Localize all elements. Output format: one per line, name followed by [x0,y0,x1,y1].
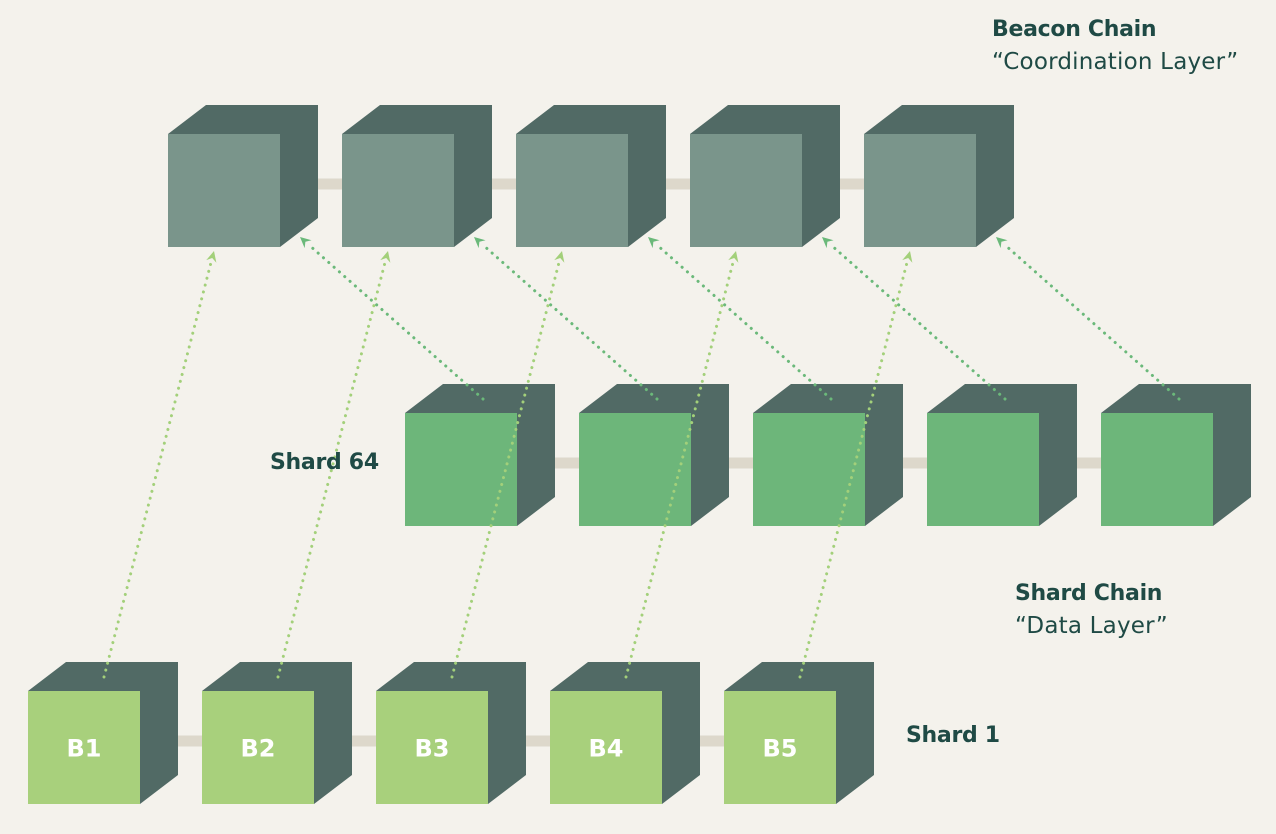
shard1-block: B3 [376,662,526,804]
arrowhead-icon [206,251,217,263]
beacon-block [342,105,492,247]
block-side [168,105,318,247]
block-side [753,384,903,526]
block-label: B3 [415,735,450,763]
shard-chain-title: Shard Chain [1015,581,1163,606]
arrowhead-icon [474,237,486,249]
block-label: B2 [241,735,276,763]
shard64-block [927,384,1077,526]
shard1-block: B4 [550,662,700,804]
block-face [724,691,836,804]
beacon-chain-label: Beacon Chain “Coordination Layer” [992,14,1238,78]
arrowhead-icon [300,237,312,249]
block-label: B5 [763,735,798,763]
arrowhead-icon [648,237,660,249]
beacon-block [864,105,1014,247]
block-side [927,384,1077,526]
crosslink-dots [276,261,387,679]
arrowhead-icon [554,251,565,263]
shard64-block [579,384,729,526]
crosslink-dots [307,243,485,401]
arrowhead-icon [902,251,913,263]
shard1-block: B2 [202,662,352,804]
crosslink-dots [624,261,735,679]
block-side [1101,384,1251,526]
crosslink-dots [450,261,561,679]
block-face [168,134,280,247]
block-side [28,662,178,804]
shard-64-label: Shard 64 [270,447,379,479]
crosslink-dots [829,243,1007,401]
block-face [753,413,865,526]
shard-1-text: Shard 1 [906,723,1000,748]
block-side [202,662,352,804]
shard-64-text: Shard 64 [270,450,379,475]
block-face [927,413,1039,526]
shard64-block [1101,384,1251,526]
arrowhead-icon [380,251,391,263]
block-face [579,413,691,526]
block-side [864,105,1014,247]
shard-chain-label: Shard Chain “Data Layer” [1015,578,1168,642]
shard1-block: B5 [724,662,874,804]
shard-1-label: Shard 1 [906,720,1000,752]
shard64-block [405,384,555,526]
crosslinks [102,237,1181,679]
crosslink-dots [481,243,659,401]
block-label: B1 [67,735,102,763]
crosslink-dots [798,261,909,679]
block-face [202,691,314,804]
block-side [342,105,492,247]
arrowhead-icon [822,237,834,249]
block-side [724,662,874,804]
block-face [376,691,488,804]
block-side [690,105,840,247]
block-face [1101,413,1213,526]
crosslink-dots [102,261,213,679]
block-face [28,691,140,804]
arrowhead-icon [996,237,1008,249]
block-face [550,691,662,804]
blocks: B1 B2 B3 B4 B5 [28,105,1251,804]
shard64-block [753,384,903,526]
beacon-block [168,105,318,247]
block-side [516,105,666,247]
beacon-chain-title: Beacon Chain [992,17,1157,42]
shard-chain-subtitle: “Data Layer” [1015,613,1168,639]
beacon-block [690,105,840,247]
beacon-block [516,105,666,247]
block-face [405,413,517,526]
block-face [342,134,454,247]
shard1-block: B1 [28,662,178,804]
block-face [690,134,802,247]
block-label: B4 [589,735,624,763]
crosslink-dots [1003,243,1181,401]
block-side [405,384,555,526]
block-face [864,134,976,247]
block-side [550,662,700,804]
block-side [579,384,729,526]
block-face [516,134,628,247]
beacon-chain-subtitle: “Coordination Layer” [992,49,1239,75]
block-side [376,662,526,804]
arrowhead-icon [728,251,739,263]
crosslink-dots [655,243,833,401]
